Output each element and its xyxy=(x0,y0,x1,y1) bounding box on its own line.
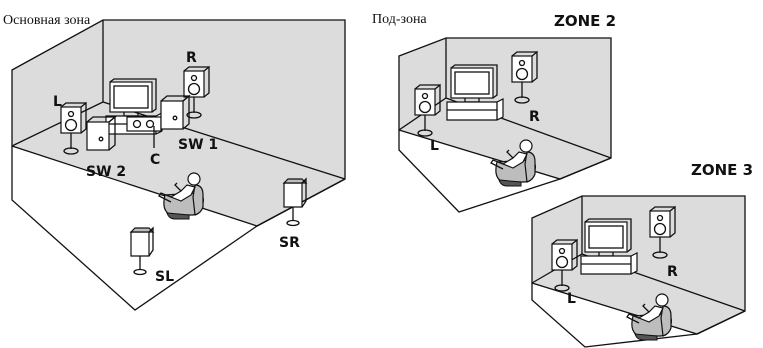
label-front-left: L xyxy=(53,94,62,110)
label-subwoofer-1: SW 1 xyxy=(178,137,218,153)
zone-2-title: ZONE 2 xyxy=(554,12,616,30)
zone-2-label-right: R xyxy=(529,109,540,125)
main-room-floor-near-edge xyxy=(11,146,258,311)
zone-3-title: ZONE 3 xyxy=(691,161,753,179)
zone-3-floor-far-edge xyxy=(531,253,746,312)
zone-2-floor-near-edge xyxy=(398,130,561,213)
label-surround-left: SL xyxy=(155,269,174,285)
zone-3-label-right: R xyxy=(667,264,678,280)
zone-2-floor-right-edge xyxy=(559,157,612,180)
center-speaker-icon xyxy=(126,116,162,132)
label-front-right: R xyxy=(186,50,197,66)
zone-2-label-left: L xyxy=(430,138,439,154)
zone-2-floor-far-edge xyxy=(398,97,612,159)
zone-3-floor-right-edge xyxy=(696,310,746,335)
label-subwoofer-2: SW 2 xyxy=(86,164,126,180)
zone-2-room: ZONE 2 L R xyxy=(398,12,616,213)
surround-left-speaker-icon xyxy=(130,227,154,276)
label-surround-right: SR xyxy=(279,235,300,251)
main-room: Основная зона L R C SW 1 SW 2 SL SR xyxy=(3,13,346,311)
main-zone-caption: Основная зона xyxy=(3,13,91,28)
label-center: C xyxy=(150,152,160,168)
sub-zone-caption: Под-зона xyxy=(372,12,427,27)
zone-3-room: ZONE 3 L R xyxy=(531,161,753,348)
zone-3-label-left: L xyxy=(567,291,576,307)
main-room-floor-far-edge xyxy=(11,101,346,180)
zone-3-floor-near-edge xyxy=(531,283,698,348)
